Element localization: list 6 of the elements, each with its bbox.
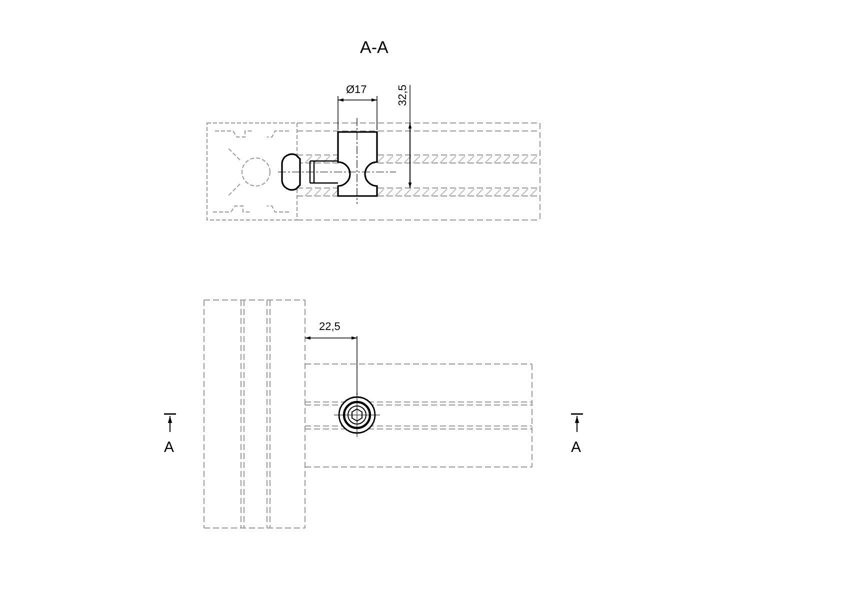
section-letter: A (164, 440, 174, 455)
dimension-value: 22,5 (319, 322, 340, 333)
section-letter: A (571, 440, 582, 455)
dimension-value: Ø17 (346, 85, 367, 96)
section-title: A-A (360, 39, 388, 56)
dimension-value: 32,5 (398, 84, 409, 106)
